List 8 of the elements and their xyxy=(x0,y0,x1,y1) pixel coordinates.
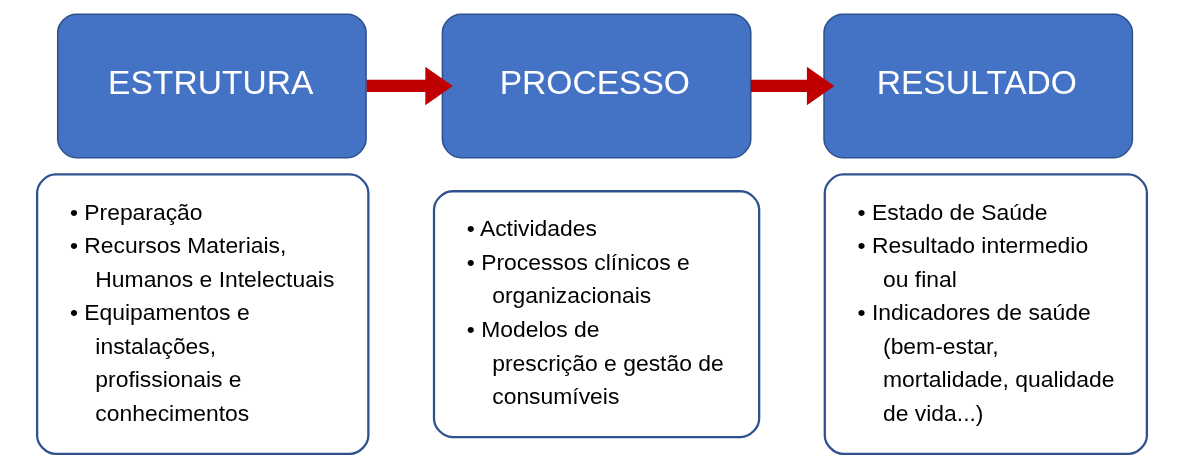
node-box: • Estado de Saúde • Resultado intermedio ou final • Indicadores de saúde (bem-estar, mortalidade, qualidade de vida...) xyxy=(823,173,1149,455)
node-box: ESTRUTURA xyxy=(56,13,367,159)
node-box: RESULTADO xyxy=(823,13,1134,159)
arrow xyxy=(750,66,835,106)
node-box: PROCESSO xyxy=(441,13,752,159)
arrow xyxy=(366,66,453,106)
node-box: • Actividades • Processos clínicos e organizacionais • Modelos de prescrição e gestão de consumíveis xyxy=(432,190,761,439)
node-box: • Preparação • Recursos Materiais, Humanos e Intelectuais • Equipamentos e instalações, profissionais e conhecimentos xyxy=(35,173,370,455)
